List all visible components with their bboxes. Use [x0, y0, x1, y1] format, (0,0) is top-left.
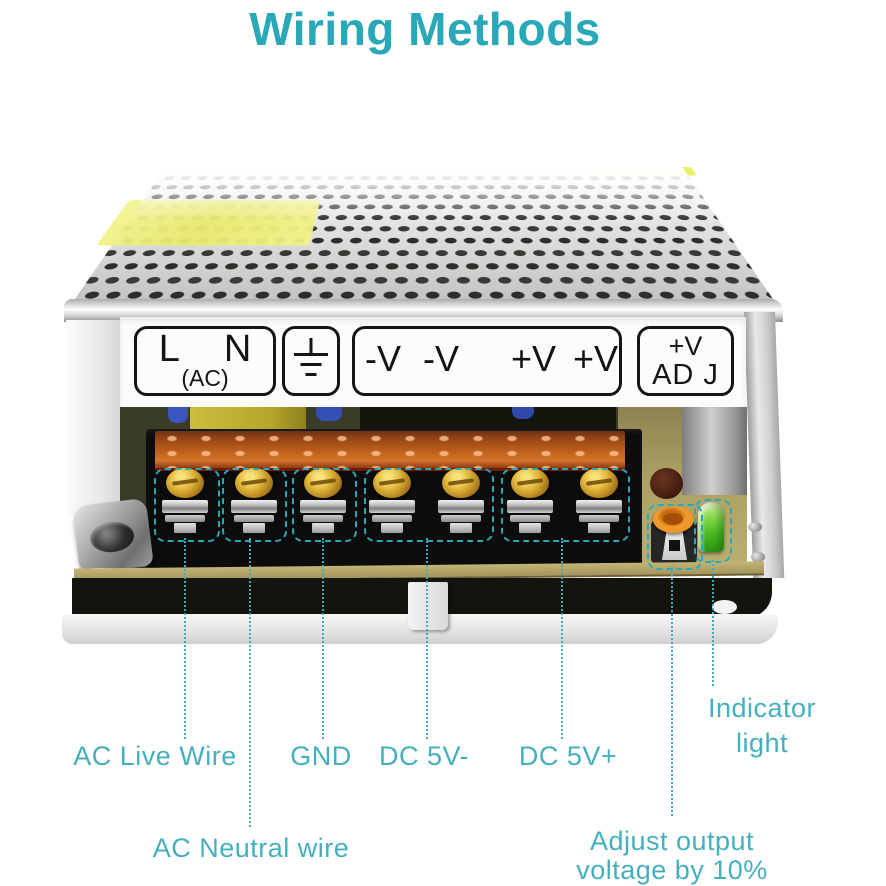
leader-line-indicator: [712, 560, 714, 686]
highlight-box-dc-plus: [501, 468, 630, 542]
psu-right-side-panel: [744, 312, 785, 578]
transformer-winding: [190, 407, 306, 433]
ground-terminal-label-box: [282, 326, 340, 396]
label-v-minus-1: -V: [365, 338, 401, 379]
heatsink: [682, 407, 747, 495]
callout-dc-5v-plus: DC 5V+: [518, 741, 618, 771]
terminal-ac-neutral: [226, 460, 282, 534]
leader-line-ac-neutral: [249, 538, 251, 827]
psu-left-side-panel: [66, 320, 120, 516]
bracket-screw: [88, 519, 136, 555]
callout-ac-neutral-wire: AC Neutral wire: [152, 833, 350, 863]
label-adj: AD J: [652, 359, 719, 391]
highlight-box-gnd: [292, 468, 357, 542]
highlight-box-potentiometer: [647, 504, 703, 570]
callout-adjust-line1: Adjust output: [589, 826, 755, 856]
callout-adjust-line2: voltage by 10%: [576, 855, 768, 885]
terminal-screw: [580, 468, 618, 498]
screw-hole: [712, 600, 737, 614]
psu-front-metal-edge: [64, 299, 783, 322]
label-neutral: N: [223, 328, 252, 370]
callout-adjust-output-voltage: Adjust output voltage by 10%: [557, 827, 787, 885]
terminal-screw: [373, 468, 411, 498]
terminal-ground: [295, 460, 351, 534]
callout-indicator-light: Indicator light: [691, 691, 833, 761]
label-v-plus-2: +V: [573, 338, 619, 379]
earth-ground-icon: [293, 338, 329, 386]
blue-wire: [512, 407, 534, 419]
page-title: Wiring Methods: [249, 3, 601, 55]
highlight-box-led: [694, 499, 732, 563]
terminal-ac-live: [157, 460, 213, 534]
terminal-v-plus-2: [571, 460, 627, 534]
dc-terminal-label-box: -V -V +V +V: [352, 326, 622, 396]
leader-line-dc-minus: [426, 538, 428, 739]
callout-indicator-line1: Indicator: [707, 693, 817, 723]
highlight-box-ac-neutral: [222, 468, 287, 542]
side-standoff-screw: [751, 552, 765, 562]
terminal-v-minus-2: [433, 460, 489, 534]
label-plus-v: +V: [668, 331, 703, 361]
terminal-screw: [235, 468, 273, 498]
highlight-box-dc-minus: [364, 468, 494, 542]
leader-line-dc-plus: [561, 538, 563, 739]
mounting-bracket: [72, 497, 154, 575]
blue-wire: [168, 407, 188, 423]
callout-dc-5v-minus: DC 5V-: [378, 741, 470, 771]
potentiometer-window: [669, 540, 680, 551]
label-v-plus-1: +V: [511, 338, 557, 379]
psu-top-perforated-panel: [66, 166, 782, 312]
leader-line-ac-live: [184, 538, 186, 739]
terminal-screw: [511, 468, 549, 498]
leader-line-adjust: [671, 567, 673, 816]
terminal-screw: [304, 468, 342, 498]
terminal-screw: [166, 468, 204, 498]
ac-terminal-label-box: L N (AC): [134, 326, 276, 396]
label-live: L: [158, 328, 180, 370]
callout-indicator-line2: light: [735, 728, 789, 758]
terminal-label-strip: L N (AC) -V -V +V +V +V AD J: [120, 317, 746, 409]
terminal-v-plus-1: [502, 460, 558, 534]
side-standoff-screw: [748, 522, 762, 532]
label-ac: (AC): [181, 365, 229, 391]
callout-ac-live-wire: AC Live Wire: [73, 741, 237, 771]
depth-fade: [66, 166, 782, 312]
callout-gnd: GND: [290, 741, 352, 771]
highlight-box-ac-live: [154, 468, 220, 542]
thermistor-component: [650, 468, 683, 499]
leader-line-gnd: [322, 538, 324, 739]
voltage-adjust-potentiometer: [653, 506, 694, 533]
blue-wire: [316, 407, 342, 421]
terminal-v-minus-1: [364, 460, 420, 534]
terminal-screw: [442, 468, 480, 498]
label-v-minus-2: -V: [423, 338, 459, 379]
case-center-tab: [408, 582, 448, 630]
voltage-adjust-label-box: +V AD J: [637, 326, 734, 396]
